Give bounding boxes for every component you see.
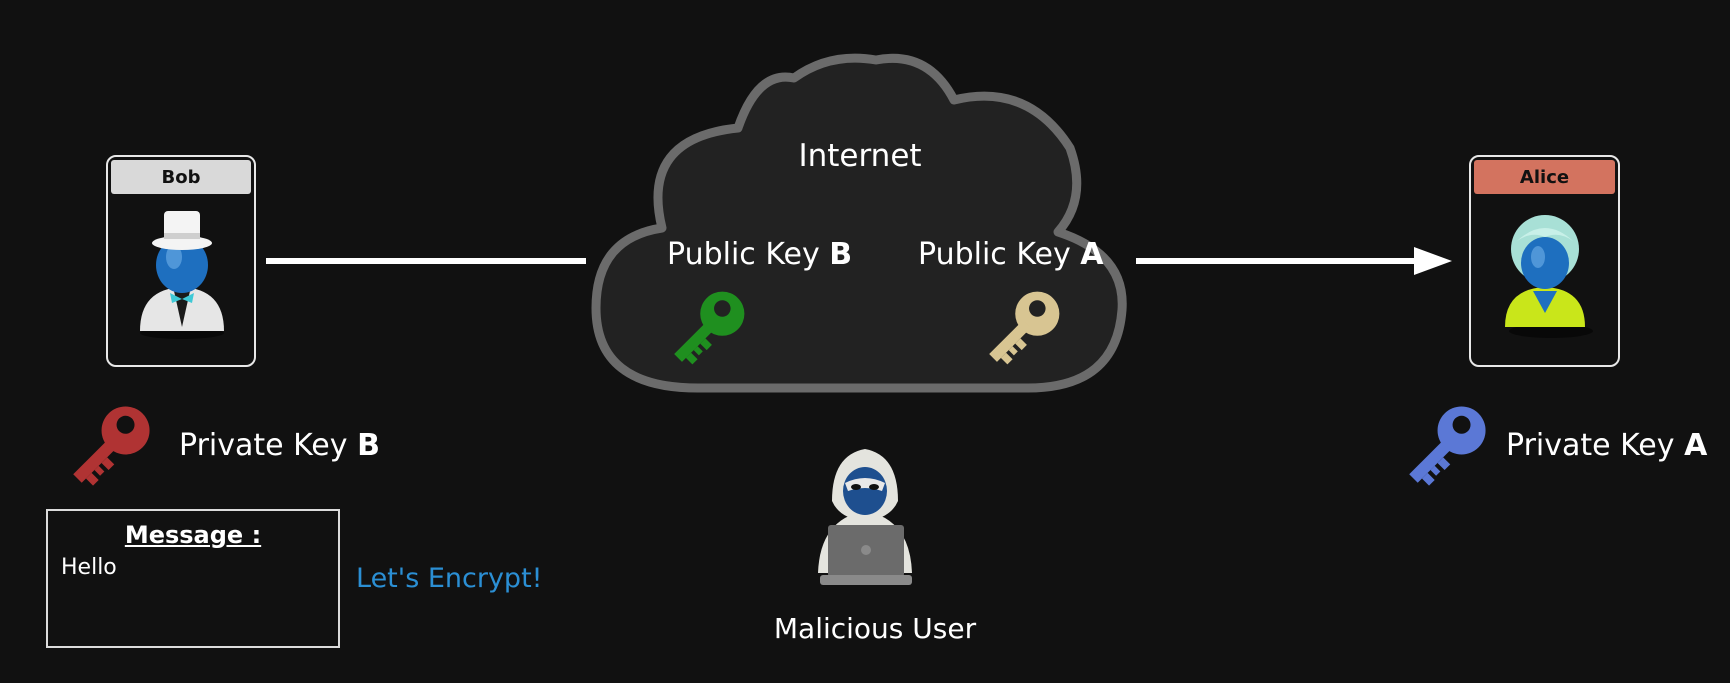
public-key-b-prefix: Public Key <box>667 237 830 272</box>
hacker-laptop-icon <box>818 449 912 585</box>
alice-label: Alice <box>1474 160 1615 194</box>
public-key-a-prefix: Public Key <box>918 237 1081 272</box>
public-key-b-letter: B <box>829 237 853 272</box>
public-key-b-icon <box>674 291 745 365</box>
public-key-a-letter: A <box>1080 237 1104 272</box>
malicious-user-label: Malicious User <box>773 612 977 645</box>
alice-card: Alice <box>1469 155 1620 367</box>
private-key-a-prefix: Private Key <box>1506 428 1685 463</box>
message-title: Message : <box>124 521 262 549</box>
private-key-b-letter: B <box>357 428 380 463</box>
bob-label: Bob <box>111 160 251 194</box>
public-key-b-label: Public Key B <box>667 237 852 272</box>
private-key-a-letter: A <box>1684 428 1708 463</box>
message-box: Message : Hello <box>46 509 340 648</box>
public-key-a-icon <box>989 291 1060 365</box>
private-key-b-label: Private Key B <box>179 428 380 463</box>
private-key-a-label: Private Key A <box>1506 428 1707 463</box>
bob-avatar-icon <box>140 211 224 339</box>
arrow-right-icon <box>1136 247 1452 275</box>
alice-avatar-icon <box>1505 215 1593 338</box>
private-key-b-icon <box>73 406 150 486</box>
internet-title: Internet <box>798 138 922 174</box>
encrypt-label: Let's Encrypt! <box>356 563 543 594</box>
private-key-a-icon <box>1409 406 1486 486</box>
bob-to-cloud-line <box>266 258 586 264</box>
bob-card: Bob <box>106 155 256 367</box>
public-key-a-label: Public Key A <box>918 237 1103 272</box>
message-body: Hello <box>61 555 117 580</box>
private-key-b-prefix: Private Key <box>179 428 358 463</box>
